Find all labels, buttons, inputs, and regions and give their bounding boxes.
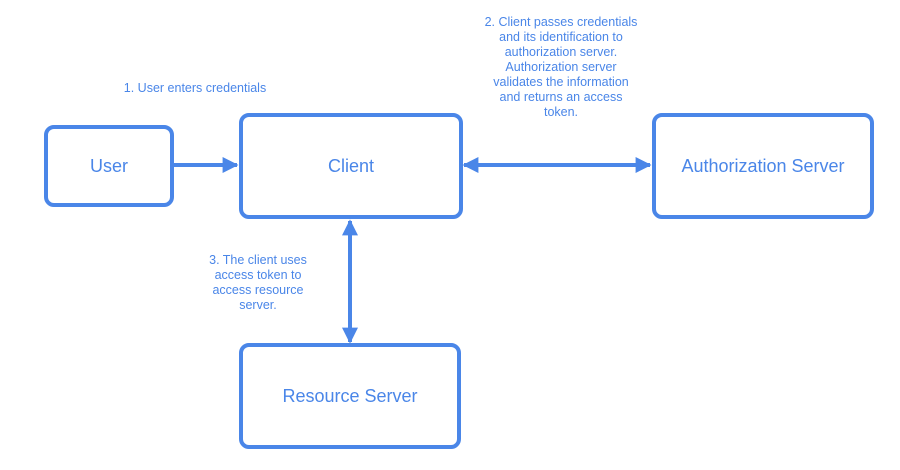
user-node-label: User <box>89 155 128 176</box>
client-node-label: Client <box>327 155 375 176</box>
step-1-label: 1. User enters credentials <box>123 81 267 95</box>
resource-server-node-label: Resource Server <box>282 385 418 406</box>
resource-server-node: Resource Server <box>239 343 461 449</box>
step-3-label: 3. The client uses access token to acces… <box>209 253 307 312</box>
step-2-label: 2. Client passes credentials and its ide… <box>484 15 638 119</box>
user-node: User <box>44 125 174 207</box>
client-node: Client <box>239 113 463 219</box>
authorization-server-node: Authorization Server <box>652 113 874 219</box>
authorization-server-node-label: Authorization Server <box>681 155 845 176</box>
